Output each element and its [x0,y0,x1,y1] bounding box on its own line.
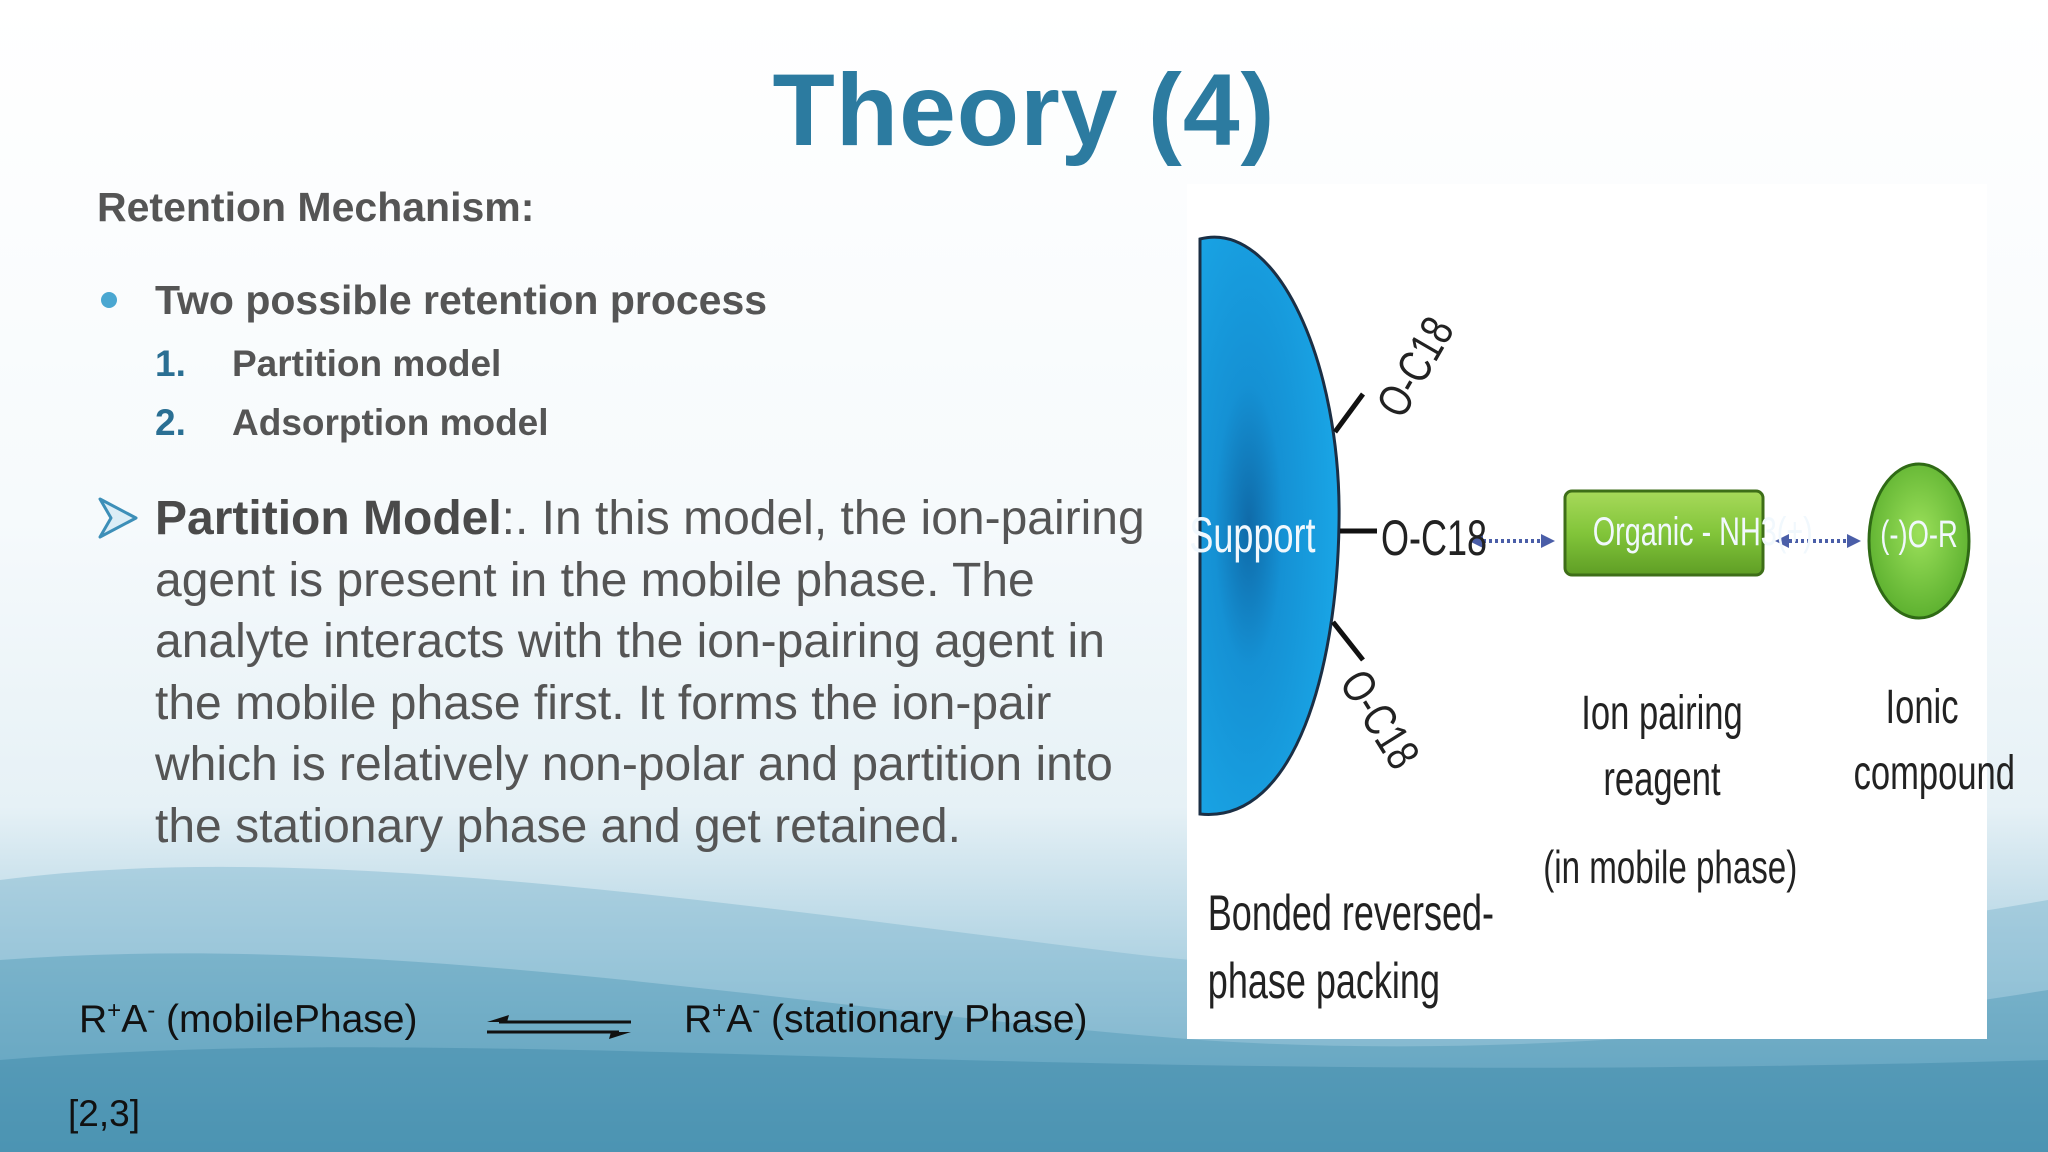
reference-citation: [2,3] [68,1093,140,1134]
reagent-caption-line3: (in mobile phase) [1543,841,1798,893]
paragraph-body: :. In this model, the ion-pairing agent … [155,492,1145,853]
reagent-label: Organic - NH3(+) [1592,510,1813,554]
item-text: Adsorption model [232,402,549,443]
compound-caption-line1: Ionic [1885,681,1959,734]
chain-top-bond [1332,392,1366,434]
slide-title: Theory (4) [772,53,1276,167]
packing-caption-line2: phase packing [1207,953,1440,1009]
compound-caption-line2: compound [1853,747,2015,800]
bullet-item: Two possible retention process [155,277,768,323]
support-label: Support [1189,507,1316,563]
eq-right-charge-plus: + [712,997,727,1024]
eq-left-charge-plus: + [107,997,122,1024]
packing-caption-line1: Bonded reversed- [1207,885,1494,941]
arrowhead-bullet-icon [98,497,138,539]
support-bead [1198,235,1341,816]
ionic-compound-ellipse [1867,462,1971,620]
item-number: 2. [155,402,186,443]
eq-right-cation: R [684,998,713,1041]
interaction-arrow-1 [1469,534,1555,548]
item-text: Partition model [232,343,502,384]
eq-left-cation: R [79,998,108,1041]
eq-left-phase: (mobilePhase) [155,998,418,1041]
partition-model-paragraph: Partition Model:. In this model, the ion… [155,488,1145,857]
interaction-arrow-2 [1775,534,1861,548]
equilibrium-arrows-icon [487,1015,631,1039]
equation-left: R+A- (mobilePhase) [79,998,417,1042]
eq-right-charge-minus: - [752,997,761,1024]
eq-left-anion: A [121,998,148,1041]
section-heading: Retention Mechanism: [97,184,535,230]
compound-label: (-)O-R [1880,514,1958,556]
reagent-box [1563,489,1765,577]
eq-left-charge-minus: - [147,997,156,1024]
equation-right: R+A- (stationary Phase) [684,998,1088,1042]
eq-right-phase: (stationary Phase) [760,998,1088,1041]
chain-mid-label: O-C18 [1381,510,1488,566]
diagram-graphics [1198,235,1971,816]
eq-right-anion: A [726,998,753,1041]
item-number: 1. [155,343,186,384]
paragraph-bold-lead: Partition Model [155,492,502,545]
reagent-caption-line1: Ion pairing [1581,687,1743,740]
reagent-caption-line2: reagent [1603,753,1721,806]
bullet-dot-icon [101,292,117,308]
chain-bottom-bond [1331,620,1365,662]
ion-pair-diagram: Support O-C18 O-C18 O-C18 Organic - NH3(… [1187,184,2015,1039]
